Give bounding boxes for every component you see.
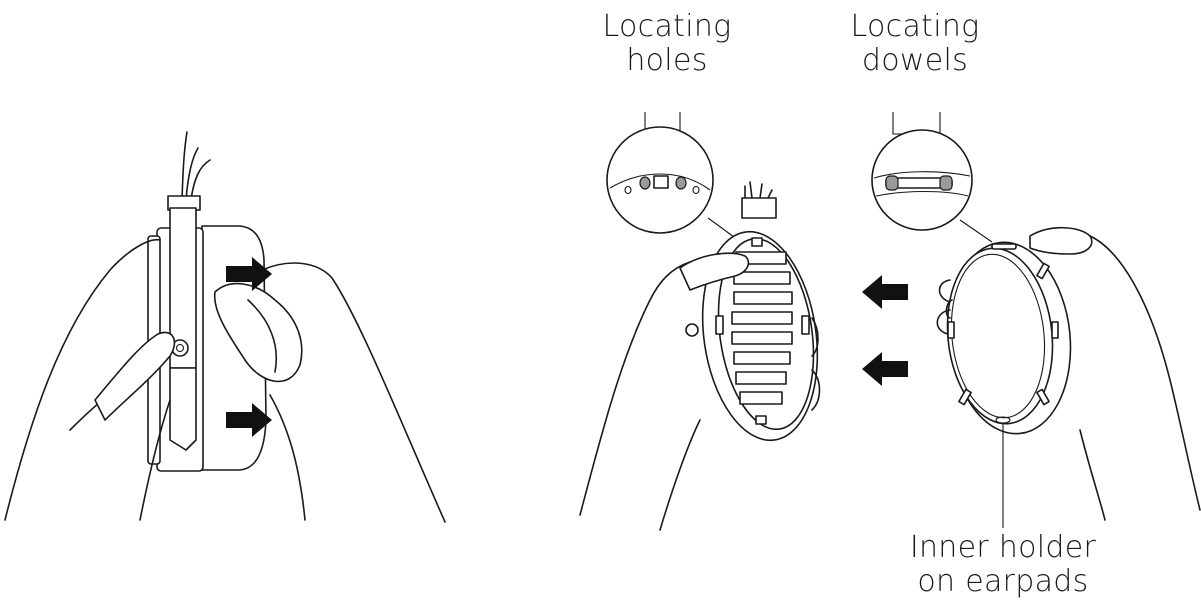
left-figure — [4, 131, 446, 523]
locating-dowels-label: Locating dowels — [840, 10, 990, 78]
right-hand-thumb — [1029, 226, 1093, 255]
right-hand-back — [1089, 235, 1201, 511]
mounting-tab — [755, 415, 767, 425]
right-hand-finger — [247, 299, 278, 373]
yoke-pivot-center — [175, 343, 185, 353]
locating-dowel — [885, 175, 899, 191]
screw-hole — [692, 185, 700, 195]
mounting-tab — [715, 315, 724, 335]
right-hand-fingertip — [945, 299, 953, 319]
grille-slat — [733, 351, 791, 365]
grille-slat — [735, 371, 787, 385]
push-left-arrow-icon — [862, 352, 908, 386]
right-hand-thumb — [214, 282, 303, 383]
locating-hole — [639, 176, 651, 190]
grille-slat — [733, 271, 791, 285]
mounting-tab — [801, 315, 810, 335]
holder-clip — [958, 388, 972, 406]
right-hand-fingertip — [938, 279, 951, 303]
inner-holder-label: Inner holder on earpads — [898, 531, 1108, 599]
holder-clip — [1036, 262, 1050, 280]
locating-dowels-label-line2: dowels — [861, 43, 969, 78]
locating-holes-label-line2: holes — [626, 43, 708, 78]
holder-clip — [1051, 321, 1059, 339]
yoke-pivot — [685, 323, 699, 337]
holes-center-slot — [653, 175, 669, 189]
yoke-lower — [169, 367, 197, 451]
dowels-callout-edge — [873, 171, 971, 179]
left-hand-thumb — [94, 331, 176, 421]
right-hand-wrist — [269, 394, 306, 521]
holder-clip — [1036, 388, 1050, 406]
headband-slider-cap — [741, 197, 777, 219]
left-hand-wrist — [659, 419, 701, 531]
locating-holes-label-line1: Locating — [602, 9, 732, 44]
push-right-arrow-icon — [226, 257, 272, 291]
right-hand-wrist — [1079, 429, 1106, 521]
left-hand-fingertip — [811, 317, 819, 357]
locating-dowels-label-line1: Locating — [850, 9, 980, 44]
push-right-arrow-icon — [226, 403, 272, 437]
inner-holder-label-line1: Inner holder — [909, 530, 1097, 565]
left-hand-fingertip — [811, 369, 821, 411]
cable-wire — [181, 131, 188, 201]
grille-slat — [731, 331, 793, 345]
holes-callout-surface — [609, 173, 711, 191]
cable-wire — [185, 147, 199, 201]
left-hand-thumb — [679, 252, 750, 291]
right-hand-back — [261, 262, 446, 523]
push-left-arrow-icon — [862, 275, 908, 309]
locating-hole — [675, 176, 687, 190]
grille-slat — [739, 391, 783, 405]
cable-wire — [190, 159, 211, 201]
left-hand-palm — [4, 239, 161, 521]
locating-holes-label: Locating holes — [592, 10, 742, 78]
grille-slat — [731, 311, 793, 325]
locating-dowel — [939, 175, 953, 191]
earpad-dowel-strip — [991, 243, 1017, 250]
holder-clip — [947, 321, 955, 339]
left-hand-palm — [579, 261, 691, 516]
grille-slat — [733, 291, 793, 305]
mounting-tab — [751, 237, 763, 247]
dowels-callout-edge — [875, 190, 969, 197]
dowels-callout-pointer — [959, 219, 993, 243]
screw-hole — [624, 185, 632, 195]
right-figure — [579, 112, 1201, 531]
inner-holder-label-line2: on earpads — [917, 564, 1089, 599]
left-hand-wrist — [139, 399, 171, 521]
cable-wires — [744, 181, 773, 199]
